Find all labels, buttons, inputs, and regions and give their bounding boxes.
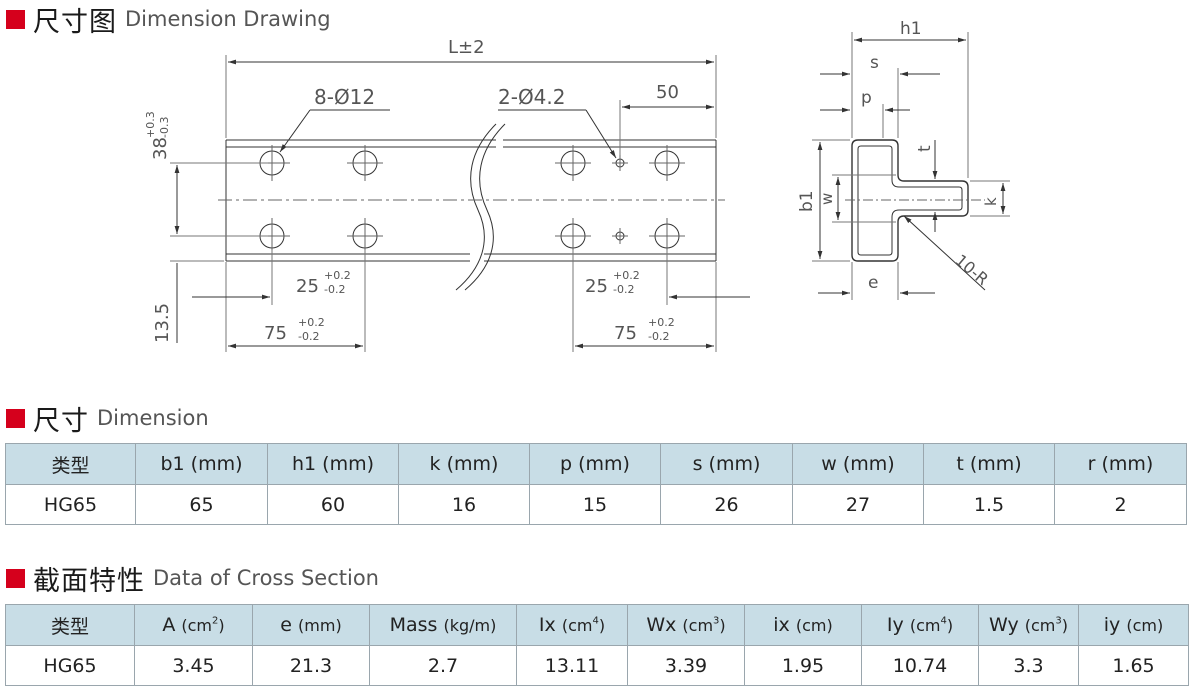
- label-dim-25-left: 25: [296, 276, 319, 297]
- red-square-icon: [6, 408, 25, 428]
- table-cell: 15: [529, 484, 661, 525]
- label-dim-50: 50: [656, 82, 679, 103]
- header-cell: Iy (cm4): [861, 604, 979, 646]
- header-cell: h1 (mm): [267, 443, 399, 485]
- header-cell: Wy (cm3): [978, 604, 1079, 646]
- label-e: e: [868, 273, 878, 293]
- table-cell: 1.95: [744, 645, 862, 686]
- red-square-icon: [6, 568, 25, 588]
- table-row: HG65 65 60 16 15 26 27 1.5 2: [5, 484, 1187, 525]
- label-t: t: [915, 145, 935, 152]
- table-cell: 1.5: [923, 484, 1055, 525]
- header-cell: r (mm): [1054, 443, 1187, 485]
- table-cell: 26: [660, 484, 793, 525]
- header-cell: A (cm2): [134, 604, 253, 646]
- section-title-cn: 截面特性: [33, 565, 145, 597]
- header-cell: p (mm): [529, 443, 661, 485]
- header-cell: w (mm): [792, 443, 924, 485]
- label-tol-plus-3: +0.2: [613, 269, 640, 282]
- label-tol-minus-3: -0.2: [613, 283, 634, 296]
- table-cell: 27: [792, 484, 924, 525]
- dimension-drawing: L±2 8-Ø12 2-Ø4.2 50 38 +0.3 -0.3 13.5 25…: [144, 19, 1010, 352]
- section-title-cross-section: 截面特性 Data of Cross Section: [6, 561, 379, 597]
- label-dim-75-right: 75: [614, 323, 637, 344]
- header-cell: t (mm): [923, 443, 1055, 485]
- section-title-en: Data of Cross Section: [153, 566, 379, 590]
- table-cell: 60: [267, 484, 399, 525]
- label-holes-big: 8-Ø12: [314, 85, 375, 109]
- label-length: L±2: [448, 37, 485, 58]
- label-radius: 10-R: [951, 251, 992, 289]
- header-cell: e (mm): [252, 604, 370, 646]
- header-cell: 类型: [5, 443, 136, 485]
- section-title-dimension: 尺寸 Dimension: [6, 401, 209, 437]
- header-cell: Wx (cm3): [627, 604, 745, 646]
- cross-section-table: 类型 A (cm2) e (mm) Mass (kg/m) Ix (cm4) W…: [5, 604, 1189, 686]
- table-cell: 10.74: [861, 645, 979, 686]
- header-cell: iy (cm): [1078, 604, 1189, 646]
- table-cell: 21.3: [252, 645, 370, 686]
- label-p: p: [861, 88, 872, 108]
- label-dim-38: 38: [150, 137, 171, 160]
- section-title-en: Dimension Drawing: [125, 7, 331, 31]
- table-cell: HG65: [5, 645, 135, 686]
- table-cell: 2: [1054, 484, 1187, 525]
- dimension-table: 类型 b1 (mm) h1 (mm) k (mm) p (mm) s (mm) …: [5, 443, 1187, 525]
- label-dim-75-left: 75: [264, 323, 287, 344]
- table-cell: 3.3: [978, 645, 1079, 686]
- label-s: s: [870, 53, 879, 73]
- label-tol-38-minus: -0.3: [158, 117, 171, 138]
- label-tol-38-plus: +0.3: [144, 111, 157, 138]
- header-cell: k (mm): [398, 443, 530, 485]
- header-cell: Ix (cm4): [516, 604, 628, 646]
- label-holes-small: 2-Ø4.2: [498, 85, 566, 109]
- label-w: w: [818, 193, 836, 205]
- label-h1: h1: [900, 19, 922, 39]
- table-cell: 3.45: [134, 645, 253, 686]
- table-header-row: 类型 A (cm2) e (mm) Mass (kg/m) Ix (cm4) W…: [5, 604, 1189, 646]
- table-row: HG65 3.45 21.3 2.7 13.11 3.39 1.95 10.74…: [5, 645, 1189, 686]
- header-cell: ix (cm): [744, 604, 862, 646]
- red-square-icon: [6, 9, 25, 29]
- label-tol-minus-1: -0.2: [324, 283, 345, 296]
- table-cell: 65: [135, 484, 268, 525]
- table-cell: 16: [398, 484, 530, 525]
- section-title-drawing: 尺寸图 Dimension Drawing: [6, 2, 331, 38]
- section-title-cn: 尺寸图: [33, 6, 117, 38]
- table-cell: 13.11: [516, 645, 628, 686]
- table-cell: 3.39: [627, 645, 745, 686]
- header-cell: b1 (mm): [135, 443, 268, 485]
- table-header-row: 类型 b1 (mm) h1 (mm) k (mm) p (mm) s (mm) …: [5, 443, 1187, 485]
- label-k: k: [982, 197, 1000, 206]
- table-cell: 1.65: [1078, 645, 1189, 686]
- label-dim-25-right: 25: [585, 276, 608, 297]
- label-tol-minus-2: -0.2: [298, 330, 319, 343]
- header-cell: 类型: [5, 604, 135, 646]
- section-title-en: Dimension: [97, 406, 209, 430]
- label-tol-minus-4: -0.2: [648, 330, 669, 343]
- section-title-cn: 尺寸: [33, 405, 89, 437]
- label-b1: b1: [797, 190, 817, 212]
- table-cell: HG65: [5, 484, 136, 525]
- header-cell: Mass (kg/m): [369, 604, 517, 646]
- label-tol-plus-4: +0.2: [648, 316, 675, 329]
- label-tol-plus-2: +0.2: [298, 316, 325, 329]
- label-dim-13-5: 13.5: [152, 303, 173, 343]
- header-cell: s (mm): [660, 443, 793, 485]
- label-tol-plus-1: +0.2: [324, 269, 351, 282]
- table-cell: 2.7: [369, 645, 517, 686]
